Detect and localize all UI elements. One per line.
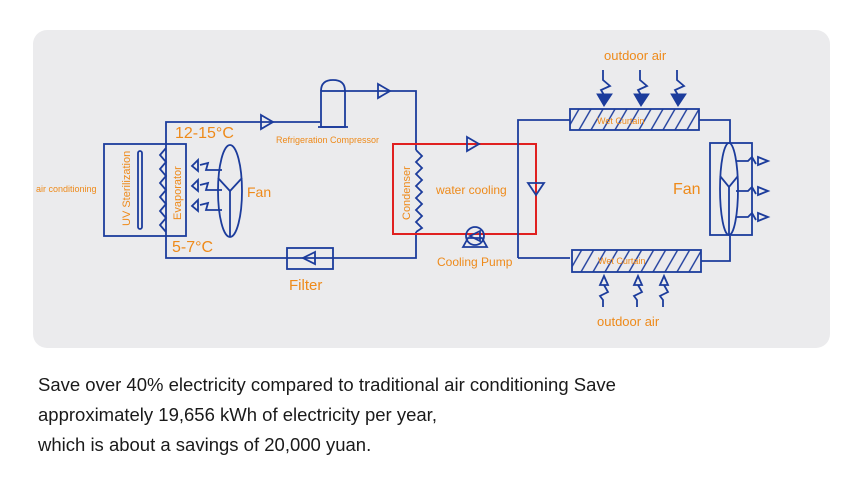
- outdoor-air-top-arrows: [596, 70, 687, 107]
- refrigerant-loop: [165, 82, 417, 259]
- refrigerant-pipe-compressor-out: [345, 90, 417, 150]
- savings-caption: Save over 40% electricity compared to tr…: [38, 370, 828, 460]
- flow-arrow-icon: [466, 135, 481, 153]
- temp-high-label: 12-15°C: [175, 125, 234, 142]
- air-pipe-top-right: [699, 119, 731, 144]
- wet-curtain-top-label: Wet Curtain: [597, 116, 644, 126]
- outdoor-air-bottom-label: outdoor air: [597, 314, 660, 329]
- cooling-pump-icon: [461, 226, 489, 248]
- fan-left-icon: [190, 144, 243, 238]
- cooling-pump-label: Cooling Pump: [437, 255, 513, 269]
- air-pipe-left: [517, 119, 570, 258]
- refrigerant-pipe-top: [165, 121, 320, 237]
- evaporator-coil-icon: [158, 147, 168, 233]
- condenser-label: Condenser: [401, 166, 413, 220]
- air-conditioning-label: air conditioning: [36, 184, 97, 194]
- evaporator-box: [103, 143, 187, 237]
- flow-arrow-icon: [377, 82, 392, 100]
- compressor-label: Refrigeration Compressor: [276, 135, 379, 145]
- temp-low-label: 5-7°C: [172, 239, 213, 256]
- water-cooling-label: water cooling: [435, 183, 507, 197]
- wet-curtain-bottom-label: Wet Curtain: [598, 256, 645, 266]
- uv-sterilization-label: UV Sterilization: [121, 151, 133, 226]
- caption-line: Save over 40% electricity compared to tr…: [38, 374, 616, 395]
- filter-icon: [286, 247, 334, 270]
- water-cooling-loop: [392, 143, 537, 235]
- outdoor-air-top-label: outdoor air: [604, 48, 667, 63]
- cooling-system-diagram: UV Sterilization Evaporator air conditio…: [36, 48, 771, 329]
- caption-line: approximately 19,656 kWh of electricity …: [38, 404, 437, 425]
- flow-arrow-icon: [526, 182, 546, 197]
- air-pipe-bottom-right: [701, 236, 731, 262]
- uv-lamp-icon: [137, 150, 143, 230]
- wet-curtain-top: [569, 108, 700, 131]
- flow-arrow-icon: [260, 113, 275, 131]
- refrigerant-pipe-bottom: [165, 232, 417, 259]
- compressor-icon: [318, 79, 348, 128]
- condenser-coil-icon: [414, 149, 424, 233]
- fan-left-label: Fan: [247, 184, 271, 200]
- evaporator-unit: UV Sterilization Evaporator: [103, 143, 187, 237]
- filter-label: Filter: [289, 277, 322, 294]
- fan-right-label: Fan: [673, 181, 701, 198]
- caption-line: which is about a savings of 20,000 yuan.: [38, 434, 372, 455]
- evaporator-label: Evaporator: [172, 166, 184, 220]
- wet-curtain-bottom: [571, 249, 702, 273]
- fan-right-icon: [709, 142, 771, 236]
- outdoor-air-bottom-arrows: [598, 273, 670, 307]
